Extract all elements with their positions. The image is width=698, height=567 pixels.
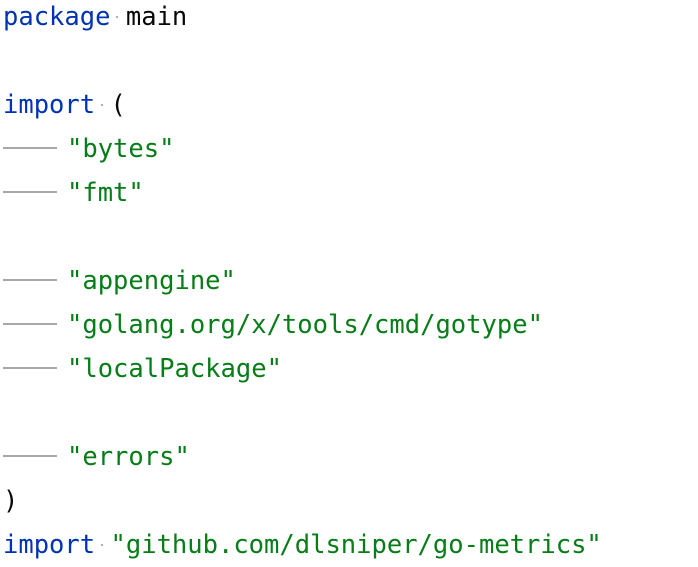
code-line[interactable] — [3, 215, 602, 259]
code-editor[interactable]: package main import ( "bytes" "fmt" "appengine… — [3, 0, 602, 567]
code-line[interactable]: import "github.com/dlsniper/go-metrics" — [3, 523, 602, 567]
string-token: "errors" — [67, 442, 190, 472]
string-token: "appengine" — [67, 266, 236, 296]
tab-arrow-icon — [3, 191, 67, 201]
identifier-token: ( — [110, 90, 126, 120]
code-line[interactable]: import ( — [3, 83, 602, 127]
string-token: "localPackage" — [67, 354, 282, 384]
string-token: "golang.org/x/tools/cmd/gotype" — [67, 310, 543, 340]
code-line[interactable]: ) — [3, 479, 602, 523]
code-line[interactable]: "appengine" — [3, 259, 602, 303]
code-line[interactable]: "fmt" — [3, 171, 602, 215]
tab-arrow-icon — [3, 279, 67, 289]
string-token: "bytes" — [67, 134, 175, 164]
code-line[interactable] — [3, 391, 602, 435]
keyword-token: import — [3, 90, 96, 120]
identifier-token: main — [125, 2, 188, 32]
identifier-token: ) — [3, 486, 19, 516]
code-line[interactable]: "golang.org/x/tools/cmd/gotype" — [3, 303, 602, 347]
string-token: "github.com/dlsniper/go-metrics" — [110, 530, 602, 560]
tab-arrow-icon — [3, 323, 67, 333]
code-line[interactable]: package main — [3, 0, 602, 39]
tab-arrow-icon — [3, 455, 67, 465]
keyword-token: package — [3, 2, 111, 32]
keyword-token: import — [3, 530, 96, 560]
string-token: "fmt" — [67, 178, 144, 208]
code-line[interactable]: "localPackage" — [3, 347, 602, 391]
tab-arrow-icon — [3, 367, 67, 377]
code-line[interactable]: "errors" — [3, 435, 602, 479]
code-line[interactable] — [3, 39, 602, 83]
code-line[interactable]: "bytes" — [3, 127, 602, 171]
tab-arrow-icon — [3, 147, 67, 157]
